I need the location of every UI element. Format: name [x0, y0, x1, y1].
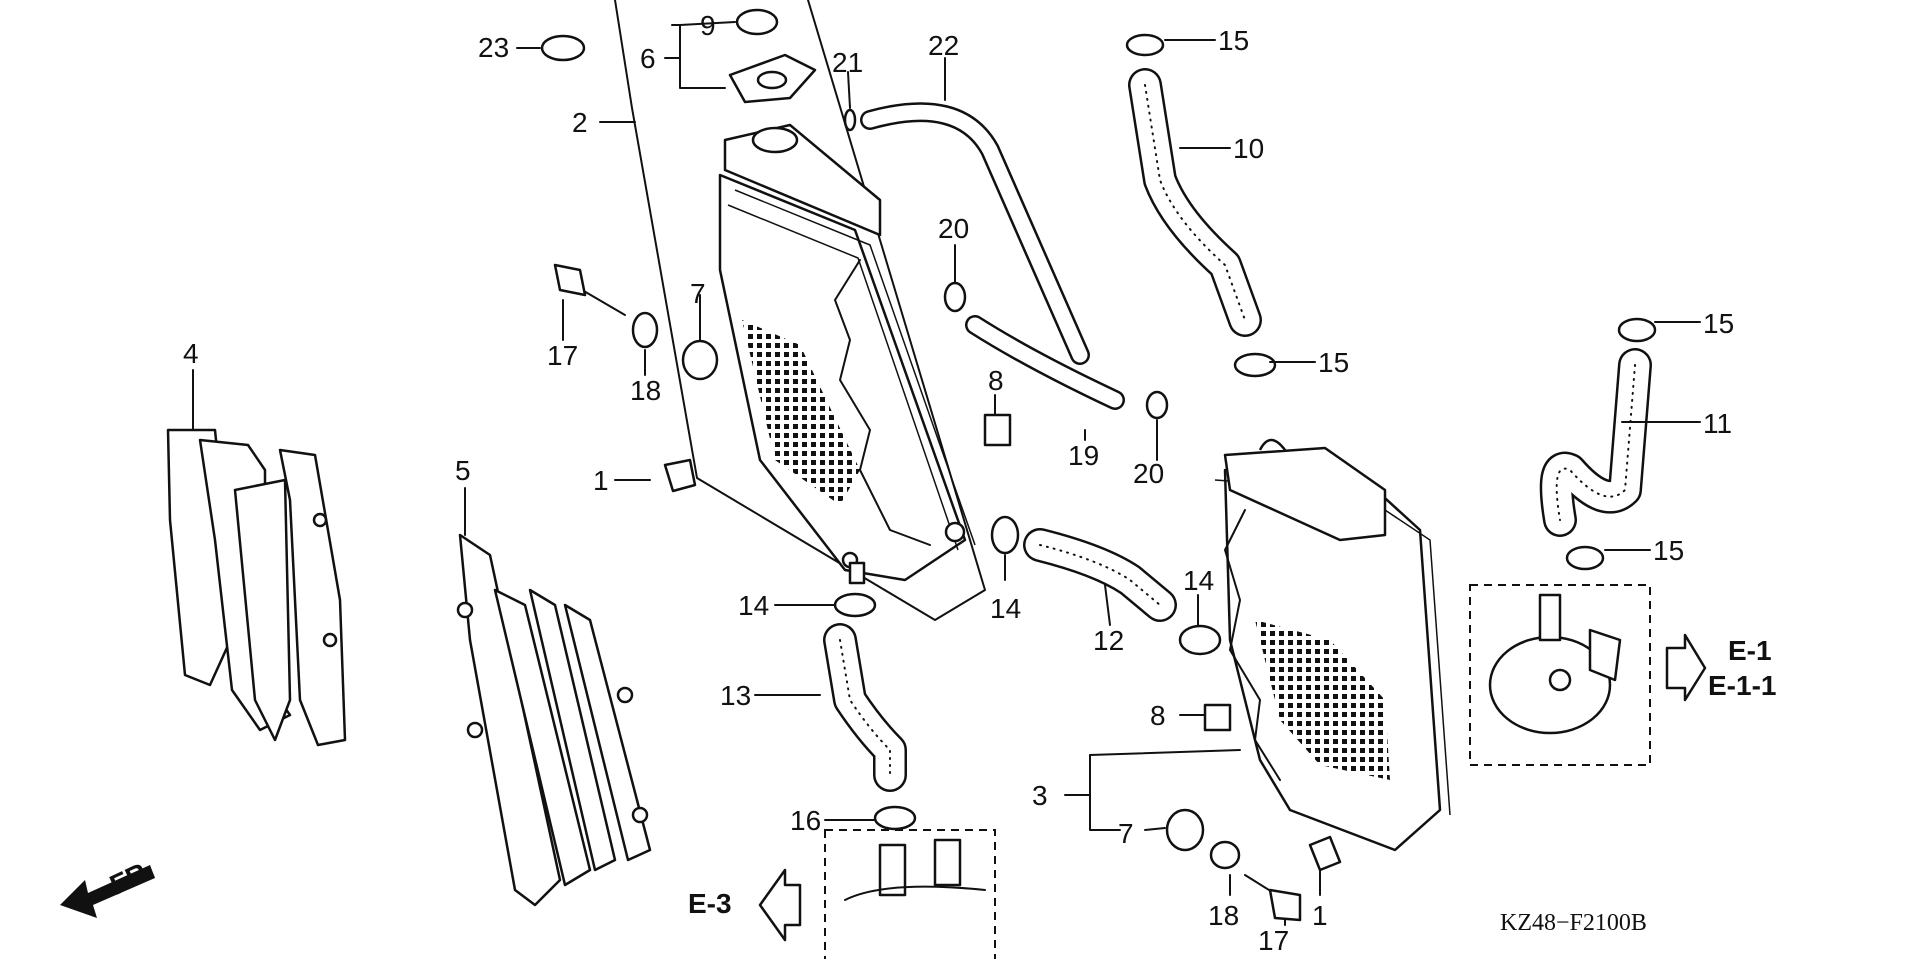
callout-14-center: 14	[990, 593, 1021, 624]
callout-7-lower: 7	[1118, 818, 1134, 849]
callout-22: 22	[928, 30, 959, 61]
clamp-20-lower	[1145, 390, 1169, 420]
e1-reference-box	[1469, 584, 1651, 766]
louver-5	[456, 533, 652, 907]
clip-21	[843, 108, 857, 132]
diagram-code: KZ48−F2100B	[1500, 910, 1647, 936]
washer-18-lower	[1209, 840, 1241, 870]
callout-20-lower: 20	[1133, 458, 1164, 489]
callout-17-lower: 17	[1258, 925, 1289, 956]
hose-11	[1539, 348, 1652, 537]
right-radiator-fins	[1255, 620, 1390, 780]
clamp-14-left	[833, 592, 877, 618]
e3-arrow-icon	[758, 868, 802, 942]
e1-arrow-icon	[1665, 633, 1707, 702]
callout-12: 12	[1093, 625, 1124, 656]
callout-8-lower: 8	[1150, 700, 1166, 731]
washer-18-upper	[631, 311, 659, 349]
callout-15-lower: 15	[1653, 535, 1684, 566]
callout-9: 9	[700, 10, 716, 41]
shroud-4	[166, 428, 347, 747]
hose-12	[1023, 528, 1177, 622]
callout-15-right: 15	[1703, 308, 1734, 339]
front-arrow-icon	[60, 865, 155, 918]
clamp-15-top	[1125, 33, 1165, 57]
callout-1-upper: 1	[593, 465, 609, 496]
callout-11: 11	[1703, 408, 1732, 439]
left-radiator-fins	[742, 320, 860, 505]
callout-14-left: 14	[738, 590, 769, 621]
callout-7-upper: 7	[690, 278, 706, 309]
callout-23: 23	[478, 32, 509, 63]
clamp-20-upper	[943, 281, 967, 313]
callout-labels: 23 6 9 21 22 15 10 2 20 7 17 18 8 15 15 …	[183, 10, 1734, 956]
left-radiator	[614, 0, 986, 621]
callout-21: 21	[832, 47, 863, 78]
hose-10	[1128, 68, 1262, 337]
callout-18-lower: 18	[1208, 900, 1239, 931]
clamp-16	[873, 805, 917, 831]
bolt-17-lower	[1244, 874, 1302, 922]
e3-illustration	[844, 838, 986, 901]
cylinder-head-illustration	[1488, 593, 1622, 735]
radiator-cap-6	[728, 53, 817, 104]
nut-1-lower	[1308, 835, 1342, 872]
hose-22	[860, 102, 1090, 365]
callout-14-right: 14	[1183, 565, 1214, 596]
leader-lines	[192, 21, 1701, 926]
clamp-15-right	[1617, 317, 1657, 343]
clamp-14-right	[1178, 624, 1222, 656]
callout-15-mid: 15	[1318, 347, 1349, 378]
callout-2: 2	[572, 107, 588, 138]
ref-e1-1-label[interactable]: E-1-1	[1708, 670, 1776, 701]
callout-5: 5	[455, 455, 471, 486]
callout-19: 19	[1068, 440, 1099, 471]
callout-17-upper: 17	[547, 340, 578, 371]
ref-e3-label[interactable]: E-3	[688, 888, 732, 919]
callout-3: 3	[1032, 780, 1048, 811]
clamps	[833, 33, 1657, 831]
callout-13: 13	[720, 680, 751, 711]
callout-6: 6	[640, 43, 656, 74]
clamp-15-lower	[1565, 545, 1605, 571]
bolt-17-upper	[553, 263, 626, 316]
clamp-14-center	[990, 515, 1020, 555]
callout-10: 10	[1233, 133, 1264, 164]
hose-13	[823, 623, 907, 792]
nut-1-upper	[663, 458, 697, 493]
collar-8-lower	[1203, 703, 1232, 732]
seal-9	[735, 8, 779, 36]
e3-reference-box	[824, 829, 996, 959]
left-filler-neck	[751, 126, 799, 154]
collar-8-upper	[983, 413, 1012, 447]
seal-23	[540, 34, 586, 62]
ref-e1-label[interactable]: E-1	[1728, 635, 1772, 666]
hose-19	[965, 315, 1125, 410]
callout-16: 16	[790, 805, 821, 836]
right-radiator	[1214, 438, 1451, 852]
callout-1-lower: 1	[1312, 900, 1328, 931]
right-radiator-tank	[1223, 446, 1387, 542]
callout-4: 4	[183, 338, 199, 369]
grommet-7-lower	[1165, 808, 1205, 852]
callout-8-upper: 8	[988, 365, 1004, 396]
callout-15-top: 15	[1218, 25, 1249, 56]
clamp-15-mid	[1233, 352, 1277, 378]
grommet-7-upper	[681, 339, 719, 381]
left-radiator-core	[718, 173, 967, 582]
callout-18-upper: 18	[630, 375, 661, 406]
callout-20-upper: 20	[938, 213, 969, 244]
left-radiator-group-outline	[614, 0, 986, 621]
